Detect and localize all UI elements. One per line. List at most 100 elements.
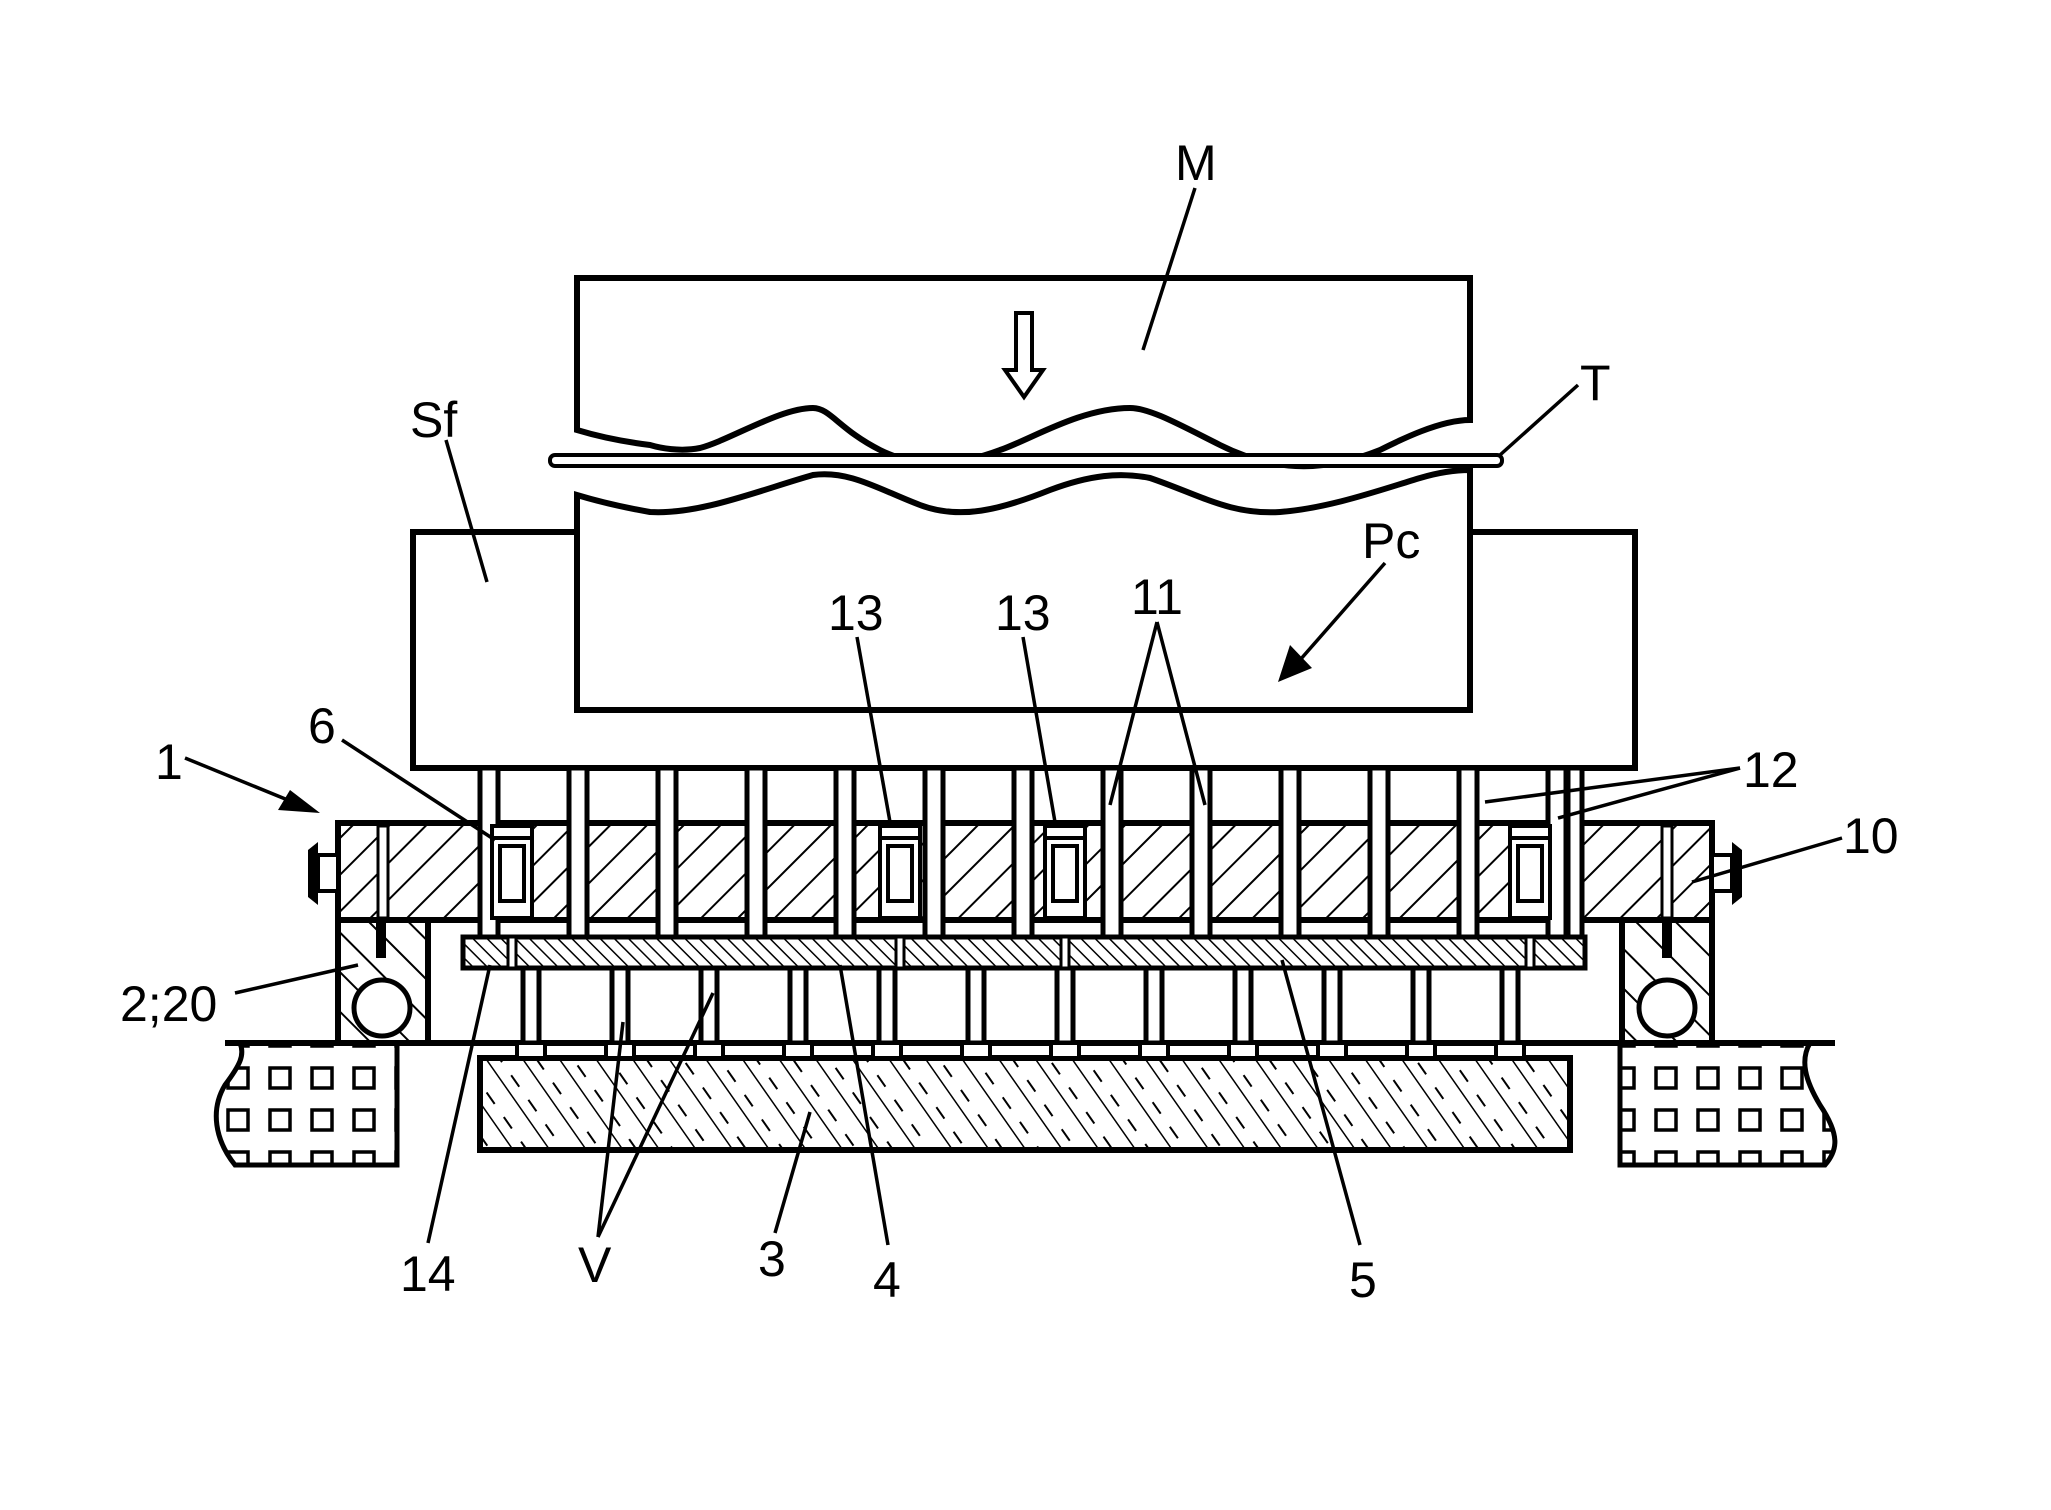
lower-pin xyxy=(1410,965,1432,1046)
leader-14 xyxy=(426,964,492,1244)
label-5: 5 xyxy=(1349,1252,1377,1308)
lower-die-pc xyxy=(574,466,1473,713)
pin-foot xyxy=(960,1041,992,1060)
roller-right xyxy=(1636,977,1698,1039)
leader-pc xyxy=(1298,561,1387,662)
lower-pin xyxy=(965,965,987,1046)
lower-pin xyxy=(1054,965,1076,1046)
bracket-left xyxy=(335,917,431,1046)
foundation-right xyxy=(1617,1040,1838,1168)
label-12: 12 xyxy=(1743,742,1799,798)
leader-11b xyxy=(1155,621,1207,806)
upper-pin xyxy=(744,765,768,940)
lower-pin xyxy=(876,965,898,1046)
upper-pin xyxy=(1367,765,1391,940)
lower-pin-group xyxy=(515,965,1526,1060)
upper-pin xyxy=(922,765,946,940)
pin-foot xyxy=(1227,1041,1259,1060)
upper-pin xyxy=(833,765,857,940)
upper-pin xyxy=(1456,765,1480,940)
pin-insert-core xyxy=(498,844,526,903)
pin-insert-gap xyxy=(506,935,518,970)
upper-pin xyxy=(1189,765,1213,940)
pin-insert-gap xyxy=(1059,935,1071,970)
base-block-3 xyxy=(477,1055,1573,1153)
clamp-left-icon xyxy=(308,842,340,905)
leader-12a xyxy=(1484,766,1741,804)
upper-pin xyxy=(1100,765,1124,940)
leader-5 xyxy=(1280,959,1362,1246)
leader-2-20 xyxy=(234,963,359,995)
upper-pin xyxy=(655,765,679,940)
label-m: M xyxy=(1175,135,1217,191)
roller-left xyxy=(351,977,413,1039)
lower-pin xyxy=(1143,965,1165,1046)
pin-foot xyxy=(1138,1041,1170,1060)
lower-pin xyxy=(1232,965,1254,1046)
upper-pin-group xyxy=(477,765,1585,940)
leader-6 xyxy=(341,738,496,842)
label-v: V xyxy=(578,1237,612,1293)
pin-insert-core xyxy=(1051,844,1079,903)
leader-4 xyxy=(838,964,890,1246)
label-t: T xyxy=(1580,355,1611,411)
lower-pin xyxy=(520,965,542,1046)
pin-foot xyxy=(871,1041,903,1060)
leader-t xyxy=(1498,383,1580,457)
lower-pin xyxy=(787,965,809,1046)
pin-insert-gap xyxy=(1524,935,1536,970)
pin-foot xyxy=(782,1041,814,1060)
label-14: 14 xyxy=(400,1246,456,1302)
arrowhead-pc-icon xyxy=(1278,645,1312,682)
leader-13b xyxy=(1021,636,1057,823)
pin-insert-core xyxy=(1516,844,1544,903)
upper-die-m xyxy=(574,275,1473,470)
pin-foot xyxy=(1405,1041,1437,1060)
label-1: 1 xyxy=(155,734,183,790)
label-13a: 13 xyxy=(828,585,884,641)
leader-1 xyxy=(184,756,301,807)
pin-foot xyxy=(1049,1041,1081,1060)
lower-pin xyxy=(1499,965,1521,1046)
label-2-20: 2;20 xyxy=(120,976,217,1032)
upper-pin xyxy=(1278,765,1302,940)
label-3: 3 xyxy=(758,1231,786,1287)
pin-foot xyxy=(1494,1041,1526,1060)
label-13b: 13 xyxy=(995,585,1051,641)
arrowhead-1-icon xyxy=(278,790,320,813)
leader-v-b xyxy=(596,992,715,1238)
leader-12b xyxy=(1557,766,1741,820)
pin-insert-core xyxy=(886,844,914,903)
leader-v-a xyxy=(596,1021,625,1238)
foundation-left xyxy=(213,1040,400,1168)
pin-foot xyxy=(693,1041,725,1060)
leader-11a xyxy=(1108,621,1159,806)
leader-13a xyxy=(855,636,892,823)
leader-sf xyxy=(444,439,489,583)
leader-lines xyxy=(184,187,1843,1246)
label-4: 4 xyxy=(873,1252,901,1308)
label-11: 11 xyxy=(1131,569,1183,625)
intermediate-plate-4-5 xyxy=(460,934,1588,971)
down-arrow-icon xyxy=(1001,311,1047,401)
label-6: 6 xyxy=(308,698,336,754)
reference-labels: M T Sf Pc 13 13 11 1 6 12 10 2;20 14 V 3… xyxy=(120,135,1899,1308)
pin-foot xyxy=(1316,1041,1348,1060)
label-sf: Sf xyxy=(410,392,457,448)
bracket-right xyxy=(1619,917,1715,1046)
upper-pin xyxy=(1565,765,1585,940)
pin-insert-gap xyxy=(894,935,906,970)
sheet-t xyxy=(548,453,1504,468)
upper-pin xyxy=(1011,765,1035,940)
label-10: 10 xyxy=(1843,808,1899,864)
insert-group xyxy=(490,824,1552,970)
leader-m xyxy=(1141,187,1197,351)
leader-3 xyxy=(773,1111,812,1234)
label-pc: Pc xyxy=(1362,513,1420,569)
upper-pin xyxy=(566,765,590,940)
pin-foot xyxy=(515,1041,547,1060)
leader-10 xyxy=(1691,836,1843,884)
lower-pin xyxy=(1321,965,1343,1046)
